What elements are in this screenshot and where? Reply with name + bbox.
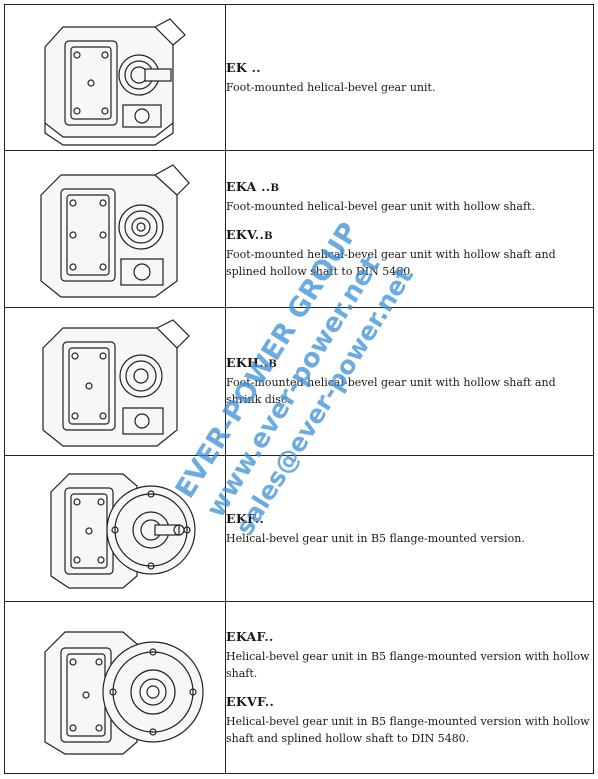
entry: EKVF.. Helical-bevel gear unit in B5 fla… (226, 694, 593, 747)
table-row: EKH..B Foot-mounted helical-bevel gear u… (4, 307, 594, 456)
entry: EK .. Foot-mounted helical-bevel gear un… (226, 60, 593, 96)
product-code: EKH..B (226, 355, 278, 370)
product-description: Helical-bevel gear unit in B5 flange-mou… (226, 714, 590, 745)
text-cell: EK .. Foot-mounted helical-bevel gear un… (225, 4, 594, 151)
product-code: EKV..B (226, 226, 273, 242)
table-row: EKA ..B Foot-mounted helical-bevel gear … (4, 150, 594, 308)
foot-mounted-shrink-disc-gear-unit-icon (42, 319, 190, 447)
product-code: EKA ..B (226, 178, 280, 194)
text-cell: EKF.. Helical-bevel gear unit in B5 flan… (225, 455, 594, 602)
image-cell (4, 601, 226, 774)
table-row: EKAF.. Helical-bevel gear unit in B5 fla… (4, 601, 594, 774)
product-code: EK .. (226, 59, 261, 75)
entry: EKH..B Foot-mounted helical-bevel gear u… (226, 355, 593, 408)
image-cell (4, 455, 226, 602)
table-row: EK .. Foot-mounted helical-bevel gear un… (4, 4, 594, 151)
product-description: Helical-bevel gear unit in B5 flange-mou… (226, 531, 525, 545)
product-code: EKF.. (226, 510, 265, 526)
entry: EKA ..B Foot-mounted helical-bevel gear … (226, 179, 593, 215)
text-cell: EKAF.. Helical-bevel gear unit in B5 fla… (225, 601, 594, 774)
flange-mounted-gear-unit-icon (50, 473, 196, 589)
image-cell (4, 150, 226, 308)
product-code: EKAF.. (226, 628, 274, 644)
entry: EKV..B Foot-mounted helical-bevel gear u… (226, 227, 593, 280)
foot-mounted-hollow-shaft-gear-unit-icon (40, 164, 190, 298)
product-description: Foot-mounted helical-bevel gear unit wit… (226, 376, 556, 406)
product-description: Foot-mounted helical-bevel gear unit wit… (226, 199, 535, 213)
product-description: Foot-mounted helical-bevel gear unit wit… (226, 247, 556, 278)
product-code: EKVF.. (226, 693, 275, 709)
entry: EKF.. Helical-bevel gear unit in B5 flan… (226, 511, 593, 547)
image-cell (4, 4, 226, 151)
flange-mounted-hollow-shaft-gear-unit-icon (44, 631, 204, 755)
text-cell: EKH..B Foot-mounted helical-bevel gear u… (225, 307, 594, 456)
product-description: Helical-bevel gear unit in B5 flange-mou… (226, 649, 590, 680)
gear-unit-table: EK .. Foot-mounted helical-bevel gear un… (4, 4, 594, 774)
image-cell (4, 307, 226, 456)
text-cell: EKA ..B Foot-mounted helical-bevel gear … (225, 150, 594, 308)
product-description: Foot-mounted helical-bevel gear unit. (226, 80, 436, 94)
entry: EKAF.. Helical-bevel gear unit in B5 fla… (226, 629, 593, 682)
table-row: EKF.. Helical-bevel gear unit in B5 flan… (4, 455, 594, 602)
foot-mounted-gear-unit-icon (44, 18, 186, 146)
